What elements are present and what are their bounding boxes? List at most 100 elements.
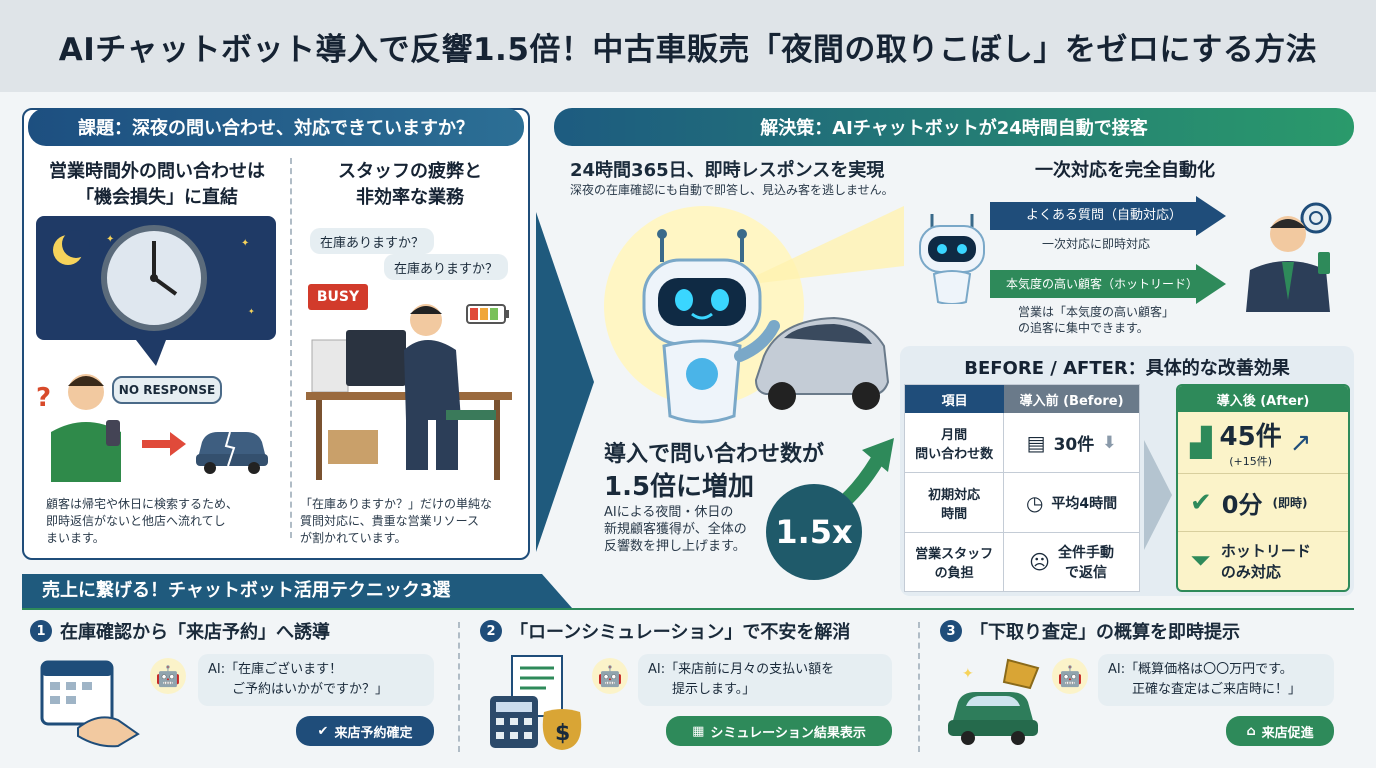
row-2-before-value: 平均4時間 <box>1051 495 1118 512</box>
svg-text:✦: ✦ <box>106 234 114 245</box>
technique-2-chat-line-1: AI:「来店前に月々の支払い額を <box>648 662 835 677</box>
row-2-after-value: 0分 <box>1221 491 1263 519</box>
technique-2-number: 2 <box>480 620 502 642</box>
up-arrow-icon: ↗ <box>1289 427 1312 458</box>
technique-divider-1 <box>458 622 460 752</box>
svg-text:✦: ✦ <box>962 666 974 682</box>
page-title: AIチャットボット導入で反響1.5倍！中古車販売「夜間の取りこぼし」をゼロにする… <box>58 31 1318 68</box>
techniques-header-label: 売上に繋げる！チャットボット活用テクニック3選 <box>42 580 451 601</box>
stock-question-bubble-1: 在庫ありますか？ <box>310 228 434 254</box>
right-caption-line-1: 「在庫ありますか？」だけの単純な <box>300 497 493 511</box>
row-3-after-line-2: のみ対応 <box>1220 563 1281 581</box>
bot-avatar-icon: 🤖 <box>150 658 186 694</box>
svg-text:$: $ <box>555 721 570 746</box>
row-1-item-line-1: 月間 <box>941 427 968 443</box>
row-2-item-line-2: 時間 <box>941 506 968 522</box>
technique-3-tag[interactable]: ⌂ 来店促進 <box>1226 716 1334 746</box>
technique-2-tag[interactable]: ▦ シミュレーション結果表示 <box>666 716 892 746</box>
left-heading-2: 「機会損失」に直結 <box>76 187 238 208</box>
faq-arrow[interactable]: よくある質問（自動対応） <box>990 196 1230 236</box>
right-caption-line-2: 質問対応に、貴重な営業リソース <box>300 514 480 528</box>
problem-divider <box>290 158 292 538</box>
after-column: 導入後 (After) ▟ 45件 (+15件) ↗ ✔ 0分 (即時) ⏷ ホ… <box>1176 384 1350 592</box>
increase-note: AIによる夜間・休日の 新規顧客獲得が、全体の 反響数を押し上げます。 <box>604 504 747 555</box>
red-arrow-icon <box>140 432 188 460</box>
row-1-item: 月間問い合わせ数 <box>905 413 1005 472</box>
bot-avatar-icon-3: 🤖 <box>1052 658 1088 694</box>
sales-person-illustration <box>1232 200 1344 316</box>
techniques-divider <box>22 608 1354 610</box>
row-2-item: 初期対応時間 <box>905 473 1005 532</box>
technique-1-chat: AI:「在庫ございます！ ご予約はいかがですか？」 <box>198 654 434 706</box>
col-after-header: 導入後 (After) <box>1178 386 1348 412</box>
hotlead-arrow-label: 本気度の高い顧客（ホットリード） <box>1006 277 1199 291</box>
solution-header: 解決策：AIチャットボットが24時間自動で接客 <box>554 108 1354 146</box>
funnel-icon: ⏷ <box>1190 545 1211 576</box>
check-speed-icon: ✔ <box>1190 487 1212 518</box>
row-2-after-note: (即時) <box>1272 496 1308 510</box>
solution-left-heading: 24時間365日、即時レスポンスを実現 <box>570 160 885 181</box>
technique-3-tag-label: 来店促進 <box>1261 725 1314 741</box>
row-2-item-line-1: 初期対応 <box>928 487 981 503</box>
car-price-tag-icon: ✦ <box>944 654 1044 754</box>
before-after-header: BEFORE / AFTER：具体的な改善効果 <box>964 358 1290 379</box>
technique-3: 3 「下取り査定」の概算を即時提示 ✦ 🤖 AI:「概算価格は〇〇万円です。 正… <box>940 618 1350 758</box>
confused-customer-illustration: ? <box>36 362 146 482</box>
calendar-handshake-icon <box>38 658 148 754</box>
bar-chart-icon: ▟ <box>1190 426 1212 459</box>
technique-1-tag[interactable]: ✔ 来店予約確定 <box>296 716 434 746</box>
col-before-header: 導入前 (Before) <box>1004 385 1139 413</box>
increase-heading-2: 1.5倍に増加 <box>604 472 755 502</box>
solution-right-heading: 一次対応を完全自動化 <box>1035 160 1215 181</box>
before-after-table: 項目 導入前 (Before) 月間問い合わせ数 ▤ 30件 ⬇ 初期対応時間 ◷平… <box>904 384 1140 592</box>
right-caption: 「在庫ありますか？」だけの単純な 質問対応に、貴重な営業リソース が割かれていま… <box>300 496 524 547</box>
stock-question-bubble-2: 在庫ありますか？ <box>384 254 508 280</box>
hotlead-note-1: 営業は「本気度の高い顧客」 <box>1018 305 1175 319</box>
row-1-before: ▤ 30件 ⬇ <box>1004 413 1139 472</box>
technique-2-tag-label: シミュレーション結果表示 <box>710 725 866 741</box>
technique-2-chat: AI:「来店前に月々の支払い額を 提示します。」 <box>638 654 892 706</box>
document-icon: ▤ <box>1026 430 1046 455</box>
store-icon: ⌂ <box>1246 723 1256 739</box>
left-caption-line-3: まいます。 <box>46 531 105 545</box>
multiplier-badge: 1.5x <box>766 484 862 580</box>
technique-1-chat-line-1: AI:「在庫ございます！ <box>208 662 343 677</box>
down-arrow-icon: ⬇ <box>1102 432 1117 453</box>
row-1-after-value: 45件 <box>1219 422 1282 452</box>
technique-2: 2 「ローンシミュレーション」で不安を解消 $ 🤖 AI:「来店前に月々の支払い… <box>480 618 910 758</box>
hotlead-arrow[interactable]: 本気度の高い顧客（ホットリード） <box>990 264 1230 304</box>
check-icon: ✔ <box>317 723 329 739</box>
night-sky-clock-illustration: ✦ ✦ ✦ <box>36 216 276 366</box>
faq-robot-icon <box>912 208 992 308</box>
row-3-item-line-2: の負担 <box>934 566 974 581</box>
technique-3-title: 「下取り査定」の概算を即時提示 <box>970 622 1240 643</box>
svg-text:✦: ✦ <box>248 307 255 316</box>
technique-1-chat-line-2: ご予約はいかがですか？」 <box>232 682 389 697</box>
increase-note-line-3: 反響数を押し上げます。 <box>604 539 746 554</box>
right-heading-1: スタッフの疲弊と <box>338 161 482 182</box>
title-bar: AIチャットボット導入で反響1.5倍！中古車販売「夜間の取りこぼし」をゼロにする… <box>0 0 1376 92</box>
after-arrow <box>1144 440 1174 554</box>
left-heading-1: 営業時間外の問い合わせは <box>49 161 265 182</box>
row-3-before: ☹全件手動で返信 <box>1004 533 1139 591</box>
technique-2-chat-line-2: 提示します。」 <box>672 682 756 697</box>
col-item-header: 項目 <box>905 385 1005 413</box>
technique-1: 1 在庫確認から「来店予約」へ誘導 🤖 AI:「在庫ございます！ ご予約はいかが… <box>30 618 450 758</box>
svg-text:✦: ✦ <box>241 238 249 249</box>
row-1-after-note: (+15件) <box>1229 455 1273 468</box>
row-2-before: ◷平均4時間 <box>1004 473 1139 532</box>
flow-arrow <box>536 212 596 556</box>
row-1-before-value: 30件 <box>1053 435 1095 455</box>
technique-3-chat-line-1: AI:「概算価格は〇〇万円です。 <box>1108 662 1293 677</box>
technique-1-tag-label: 来店予約確定 <box>334 725 413 741</box>
bot-avatar-icon-2: 🤖 <box>592 658 628 694</box>
increase-note-line-2: 新規顧客獲得が、全体の <box>604 522 747 537</box>
robot-car-illustration <box>584 206 904 424</box>
technique-2-title: 「ローンシミュレーション」で不安を解消 <box>510 622 851 643</box>
left-caption-line-1: 顧客は帰宅や休日に検索するため、 <box>46 497 239 511</box>
right-heading-2: 非効率な業務 <box>356 187 464 208</box>
hotlead-note-2: の追客に集中できます。 <box>1018 321 1149 335</box>
stressed-person-icon: ☹ <box>1029 550 1050 574</box>
no-response-bubble: NO RESPONSE <box>112 376 222 404</box>
technique-3-number: 3 <box>940 620 962 642</box>
